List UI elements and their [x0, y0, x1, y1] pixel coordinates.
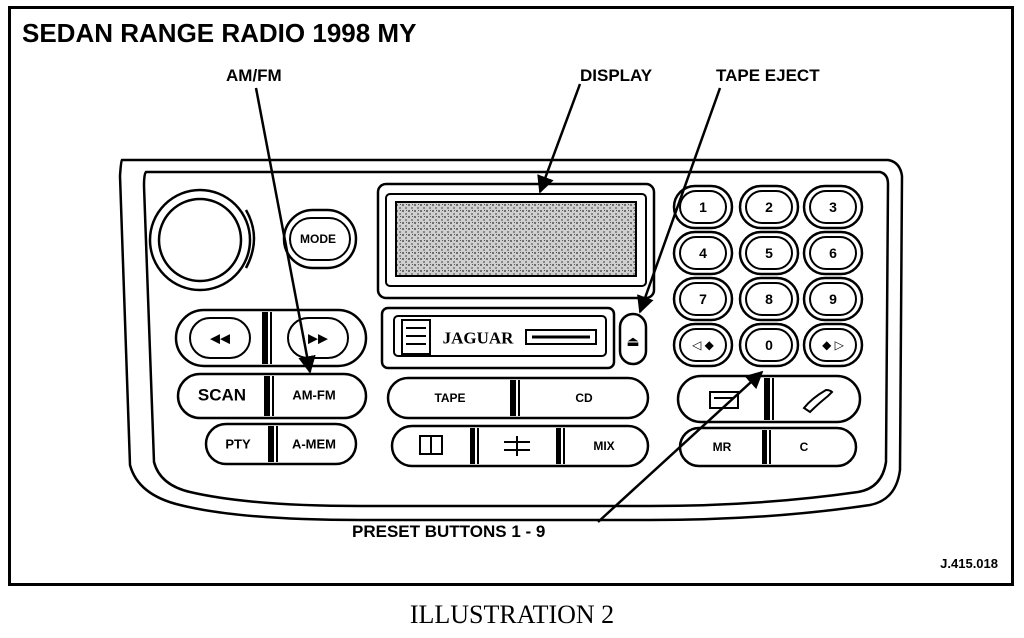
- tape-label: TAPE: [434, 391, 465, 405]
- mode-button[interactable]: MODE: [282, 208, 358, 270]
- preset-2-label: 2: [765, 199, 773, 215]
- illustration-frame: [8, 6, 1014, 586]
- seek-button-group: [174, 308, 368, 368]
- seek-left-icon: ◁ ◆: [691, 338, 715, 352]
- callout-am-fm: AM/FM: [226, 66, 282, 85]
- preset-0-label: 0: [765, 337, 773, 353]
- a-mem-label: A-MEM: [292, 437, 336, 452]
- mr-c-group: [678, 426, 858, 468]
- radio-faceplate-diagram: MODE ◀◀ ▶▶ SCAN AM-FM PTY A-MEM: [118, 83, 904, 523]
- audio-settings-group: [390, 424, 650, 468]
- pty-amem-group: [204, 422, 358, 466]
- c-label: C: [800, 440, 809, 454]
- preset-1-label: 1: [699, 199, 707, 215]
- preset-button-0[interactable]: 0: [738, 322, 800, 368]
- seek-forward-button[interactable]: ▶▶: [287, 317, 349, 359]
- am-fm-button[interactable]: AM-FM: [292, 388, 335, 403]
- callout-display: DISPLAY: [580, 66, 653, 85]
- leader-line-tape-eject: [637, 87, 722, 314]
- mode-label: MODE: [300, 232, 336, 246]
- preset-button-1[interactable]: 1: [672, 184, 734, 230]
- phone-menu-button[interactable]: [709, 391, 739, 409]
- preset-7-label: 7: [699, 291, 707, 307]
- callout-preset-buttons: PRESET BUTTONS 1 - 9: [352, 522, 546, 541]
- balance-icon: [504, 436, 530, 456]
- cassette-brand-label: JAGUAR: [443, 329, 515, 348]
- leader-line-am-fm: [254, 87, 316, 374]
- preset-button-3[interactable]: 3: [802, 184, 864, 230]
- display-panel: [376, 182, 656, 300]
- illustration-caption: ILLUSTRATION 2: [409, 600, 615, 629]
- phone-menu-icon: [709, 391, 739, 409]
- preset-button-9[interactable]: 9: [802, 276, 864, 322]
- preset-5-label: 5: [765, 245, 773, 261]
- dolby-logo-icon: [525, 329, 597, 345]
- preset-button-8[interactable]: 8: [738, 276, 800, 322]
- preset-button-4[interactable]: 4: [672, 230, 734, 276]
- mix-label: MIX: [593, 439, 614, 453]
- scan-amfm-group: [176, 372, 368, 420]
- phone-call-button[interactable]: [802, 388, 834, 414]
- leader-line-preset-buttons: [597, 370, 764, 523]
- mr-button[interactable]: MR: [713, 440, 732, 454]
- phone-button-group: [676, 374, 862, 424]
- preset-8-label: 8: [765, 291, 773, 307]
- seek-back-icon: ◀◀: [210, 331, 230, 346]
- pty-button[interactable]: PTY: [225, 437, 251, 452]
- mr-label: MR: [713, 440, 732, 454]
- pty-label: PTY: [225, 437, 251, 452]
- preset-button-5[interactable]: 5: [738, 230, 800, 276]
- cd-label: CD: [575, 391, 593, 405]
- seek-left-button[interactable]: ◁ ◆: [672, 322, 734, 368]
- cd-button[interactable]: CD: [575, 391, 593, 405]
- preset-6-label: 6: [829, 245, 837, 261]
- scan-button[interactable]: SCAN: [198, 386, 246, 405]
- preset-3-label: 3: [829, 199, 837, 215]
- tape-eject-button[interactable]: ⏏: [618, 312, 648, 366]
- preset-button-6[interactable]: 6: [802, 230, 864, 276]
- dolby-button[interactable]: [419, 435, 443, 455]
- phone-handset-icon: [802, 388, 834, 414]
- preset-button-2[interactable]: 2: [738, 184, 800, 230]
- seek-back-button[interactable]: ◀◀: [189, 317, 251, 359]
- balance-button[interactable]: [504, 436, 530, 456]
- preset-4-label: 4: [699, 245, 707, 261]
- am-fm-label: AM-FM: [292, 388, 335, 403]
- display-screen: [395, 201, 637, 277]
- diagram-title: SEDAN RANGE RADIO 1998 MY: [22, 18, 417, 48]
- cassette-door: JAGUAR: [380, 306, 616, 370]
- tape-button[interactable]: TAPE: [434, 391, 465, 405]
- seek-right-button[interactable]: ◆ ▷: [802, 322, 864, 368]
- seek-forward-icon: ▶▶: [308, 331, 328, 346]
- radio-outer-housing: [118, 158, 904, 522]
- preset-keypad: 1 2 3 4 5 6 7: [672, 184, 864, 368]
- a-mem-button[interactable]: A-MEM: [292, 437, 336, 452]
- c-button[interactable]: C: [800, 440, 809, 454]
- leader-line-display: [537, 83, 582, 194]
- eject-icon: ⏏: [626, 333, 639, 349]
- volume-knob[interactable]: [148, 188, 256, 292]
- mix-button[interactable]: MIX: [593, 439, 614, 453]
- preset-9-label: 9: [829, 291, 837, 307]
- preset-button-7[interactable]: 7: [672, 276, 734, 322]
- scan-label: SCAN: [198, 386, 246, 405]
- reference-code: J.415.018: [940, 556, 998, 571]
- tape-cd-group: [386, 376, 650, 420]
- callout-tape-eject: TAPE EJECT: [716, 66, 820, 85]
- seek-right-icon: ◆ ▷: [822, 338, 845, 352]
- radio-faceplate: [142, 170, 890, 508]
